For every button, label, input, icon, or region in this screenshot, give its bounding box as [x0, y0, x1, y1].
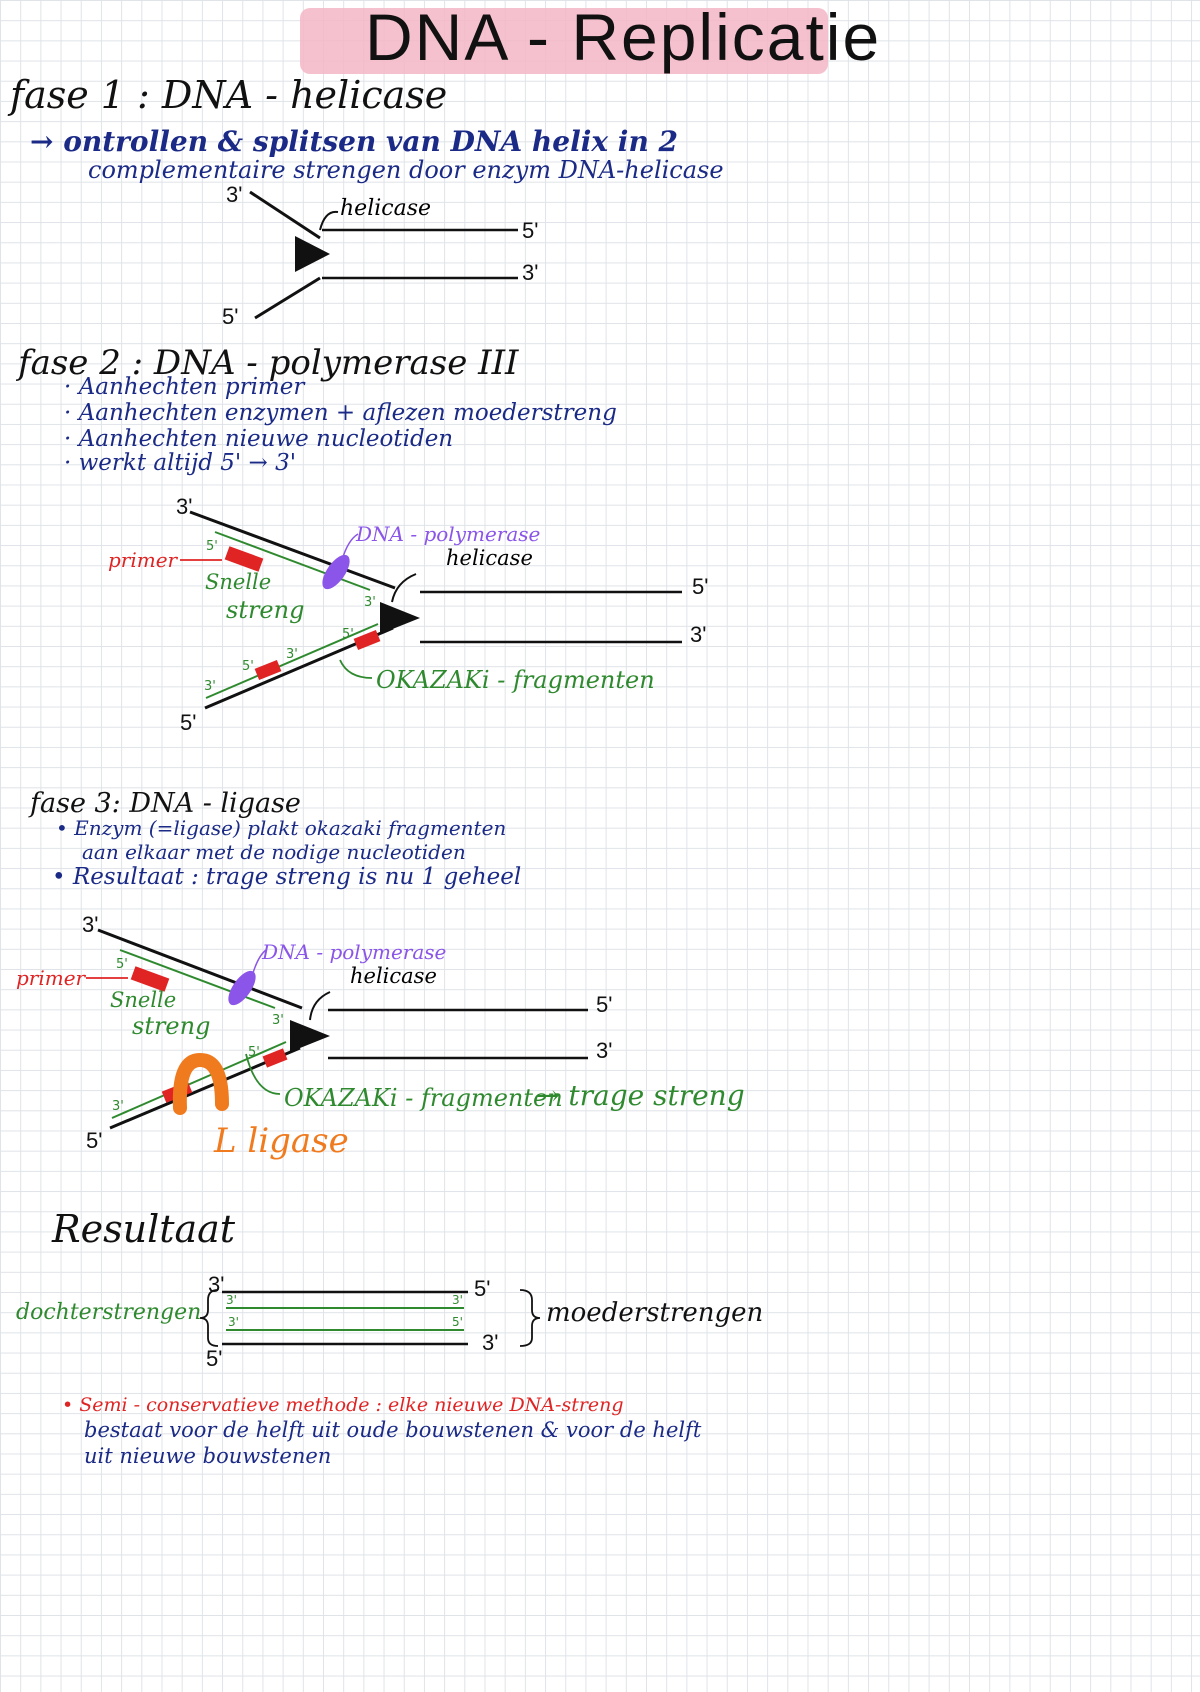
semi-line-c: uit nieuwe bouwstenen — [84, 1444, 332, 1468]
res-inner-right-bottom: 5' — [452, 1315, 463, 1329]
f2-helicase-label: helicase — [446, 546, 533, 570]
f1-3-top: 3' — [226, 182, 243, 207]
f3-snelle-label: Snelle — [110, 988, 177, 1012]
res-3-top-left: 3' — [208, 1272, 225, 1297]
fase2-bullet: · werkt altijd 5' → 3' — [64, 450, 297, 476]
fase1-diagram — [249, 190, 518, 320]
f3-small-3b: 3' — [112, 1099, 124, 1114]
res-inner-right-top: 3' — [452, 1293, 463, 1307]
fase3-bullet2: • Resultaat : trage streng is nu 1 gehee… — [52, 864, 522, 890]
helicase-triangle — [290, 1020, 330, 1052]
res-inner-3-bottom: 3' — [228, 1315, 239, 1329]
f2-primer-label: primer — [108, 548, 178, 572]
fase3-bullet1b: aan elkaar met de nodige nucleotiden — [82, 840, 466, 864]
f3-5-right: 5' — [596, 992, 613, 1017]
res-inner-3-top: 3' — [226, 1293, 237, 1307]
fase3-bullet1a: • Enzym (=ligase) plakt okazaki fragment… — [56, 816, 507, 840]
primer-block — [254, 659, 282, 681]
f2-5-right: 5' — [692, 574, 709, 599]
f2-3-top: 3' — [176, 494, 193, 519]
f3-okazaki-label: OKAZAKi - fragmenten — [284, 1084, 563, 1112]
f3-3-top: 3' — [82, 912, 99, 937]
f1-5-right: 5' — [522, 218, 539, 243]
moederstrengen-label: moederstrengen — [546, 1298, 764, 1328]
polymerase-blob — [322, 554, 350, 590]
fase2-heading: fase 2 : DNA - polymerase III — [18, 343, 519, 383]
fase1-heading: fase 1 : DNA - helicase — [10, 73, 448, 117]
f3-small-3a: 3' — [272, 1013, 284, 1028]
dochterstrengen-label: dochterstrengen — [16, 1300, 202, 1325]
title-highlight — [300, 8, 828, 74]
f3-polymerase-label: DNA - polymerase — [262, 940, 447, 964]
f2-small-5a: 5' — [206, 539, 218, 554]
fase3-diagram — [86, 928, 588, 1130]
f1-helicase-label: helicase — [340, 196, 432, 221]
primer-block — [224, 546, 264, 572]
semi-line-a: • Semi - conservatieve methode : elke ni… — [62, 1394, 624, 1416]
helicase-triangle — [295, 236, 330, 272]
res-3-bottom-right: 3' — [482, 1330, 499, 1355]
f2-small-3a: 3' — [364, 595, 376, 610]
fase2-diagram — [180, 510, 682, 710]
f2-small-3c: 3' — [286, 647, 298, 662]
f2-small-5c: 5' — [342, 627, 354, 642]
primer-block — [353, 629, 381, 651]
f3-small-5a: 5' — [116, 957, 128, 972]
res-5-top-right: 5' — [474, 1276, 491, 1301]
polymerase-blob — [228, 970, 256, 1006]
f2-snelle-label: Snelle — [205, 570, 272, 594]
f2-okazaki-label: OKAZAKi - fragmenten — [376, 666, 655, 694]
fase1-line2: complementaire strengen door enzym DNA-h… — [88, 156, 724, 184]
ligase-shape — [172, 1052, 229, 1115]
f3-5-bottom: 5' — [86, 1128, 103, 1153]
res-5-bottom-left: 5' — [206, 1346, 223, 1371]
resultaat-diagram — [199, 1289, 541, 1347]
f3-3-right: 3' — [596, 1038, 613, 1063]
fase2-bullet: · Aanhechten nieuwe nucleotiden — [64, 426, 454, 452]
primer-block — [262, 1048, 288, 1068]
f1-5-bottom: 5' — [222, 304, 239, 329]
f3-small-5b: 5' — [248, 1045, 260, 1060]
f3-streng-label: streng — [132, 1012, 211, 1040]
primer-block — [130, 966, 170, 992]
left-brace — [199, 1289, 219, 1347]
f2-small-5b: 5' — [242, 659, 254, 674]
fase2-bullet: · Aanhechten primer — [64, 374, 305, 400]
right-brace — [519, 1289, 541, 1347]
f3-trage-streng-label: → trage streng — [536, 1079, 745, 1112]
f2-3-right: 3' — [690, 622, 707, 647]
f2-polymerase-label: DNA - polymerase — [356, 522, 541, 546]
page-title: DNA - Replicatie — [365, 0, 882, 74]
resultaat-heading: Resultaat — [52, 1207, 236, 1251]
fase2-bullet: · Aanhechten enzymen + aflezen moederstr… — [64, 400, 617, 426]
semi-line-b: bestaat voor de helft uit oude bouwstene… — [84, 1418, 702, 1442]
f3-primer-label: primer — [16, 966, 86, 990]
f2-streng-label: streng — [226, 596, 305, 624]
f3-helicase-label: helicase — [350, 964, 437, 988]
f1-3-right: 3' — [522, 260, 539, 285]
helicase-triangle — [380, 602, 420, 634]
fase3-heading: fase 3: DNA - ligase — [30, 788, 301, 819]
f2-5-bottom: 5' — [180, 710, 197, 735]
f3-ligase-label: L ligase — [214, 1121, 349, 1161]
fase1-line1: → ontrollen & splitsen van DNA helix in … — [30, 125, 679, 158]
f2-small-3b: 3' — [204, 679, 216, 694]
